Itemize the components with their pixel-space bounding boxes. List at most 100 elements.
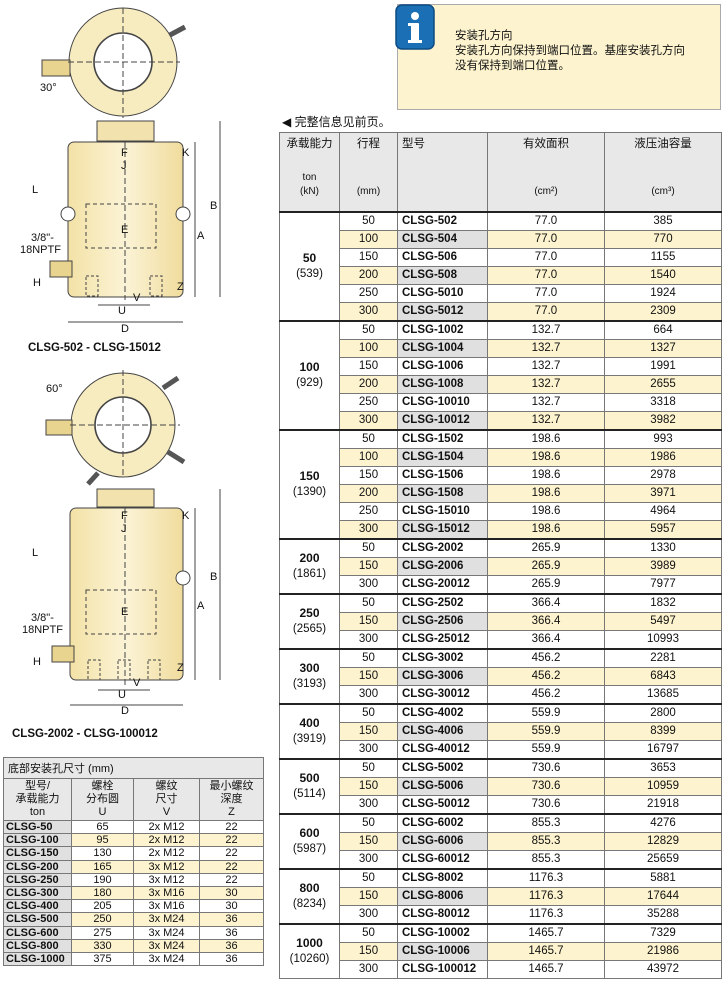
stroke-cell: 50: [339, 537, 398, 558]
capacity-cell: 150(1390): [279, 428, 340, 539]
base-header-line: V: [162, 806, 171, 818]
model-cell: CLSG-20012: [397, 574, 488, 594]
capacity-kn: (5114): [293, 787, 326, 800]
capacity-ton: 200: [299, 550, 320, 565]
capacity-cell: 100(929): [279, 319, 340, 430]
stroke-cell: 50: [339, 647, 398, 668]
area-cell: 77.0: [487, 247, 605, 267]
stroke-cell: 150: [339, 886, 398, 906]
area-cell: 1465.7: [487, 941, 605, 961]
area-cell: 1176.3: [487, 886, 605, 906]
model-cell: CLSG-5002: [397, 757, 488, 778]
oil-cell: 3982: [604, 410, 722, 430]
dim-f-top: F: [121, 147, 128, 159]
oil-cell: 1330: [604, 537, 722, 558]
capacity-cell: 50(539): [279, 210, 340, 321]
model-cell: CLSG-50012: [397, 794, 488, 814]
dim-z-top: Z: [177, 281, 184, 293]
dim-z-bottom: Z: [177, 662, 184, 674]
base-header-line: 深度: [220, 793, 243, 805]
stroke-cell: 150: [339, 465, 398, 485]
base-header-line: 型号/: [24, 780, 51, 792]
capacity-kn: (1861): [292, 567, 327, 580]
oil-cell: 21918: [604, 794, 722, 814]
oil-cell: 5957: [604, 519, 722, 539]
port-label-bottom-2: 18NPTF: [22, 624, 63, 636]
capacity-cell: 250(2565): [279, 592, 340, 649]
base-u-cell: 190: [71, 872, 134, 887]
oil-cell: 4276: [604, 812, 722, 833]
oil-cell: 5881: [604, 867, 722, 888]
stroke-cell: 300: [339, 574, 398, 594]
header-model-label: 型号: [402, 138, 425, 150]
capacity-kn: (929): [296, 376, 323, 389]
stroke-cell: 50: [339, 922, 398, 943]
model-cell: CLSG-508: [397, 265, 488, 285]
dim-j-bottom: J: [121, 523, 127, 535]
oil-cell: 17644: [604, 886, 722, 906]
stroke-cell: 300: [339, 739, 398, 759]
info-line-1: 安装孔方向保持到端口位置。基座安装孔方向: [455, 45, 685, 57]
capacity-cell: 1000(10260): [279, 922, 340, 979]
base-u-cell: 95: [71, 833, 134, 848]
model-cell: CLSG-100012: [397, 959, 488, 979]
oil-cell: 12829: [604, 831, 722, 851]
stroke-cell: 50: [339, 812, 398, 833]
dim-l-top: L: [32, 184, 39, 196]
stroke-cell: 50: [339, 757, 398, 778]
area-cell: 730.6: [487, 757, 605, 778]
dim-f-bottom: F: [121, 510, 128, 522]
stroke-cell: 300: [339, 410, 398, 430]
stroke-cell: 250: [339, 392, 398, 412]
oil-cell: 6843: [604, 666, 722, 686]
capacity-ton: 300: [299, 660, 320, 675]
stroke-cell: 50: [339, 210, 398, 231]
stroke-cell: 150: [339, 556, 398, 576]
base-header-line: Z: [228, 806, 235, 818]
model-cell: CLSG-502: [397, 210, 488, 231]
dim-v-bottom: V: [133, 677, 141, 689]
base-v-cell: 3x M24: [133, 912, 200, 927]
stroke-cell: 300: [339, 904, 398, 924]
base-model-cell: CLSG-300: [3, 885, 72, 901]
oil-cell: 770: [604, 229, 722, 249]
base-v-cell: 3x M16: [133, 885, 200, 901]
model-cell: CLSG-5010: [397, 283, 488, 303]
capacity-kn: (1390): [292, 485, 327, 498]
base-model-cell: CLSG-250: [3, 872, 72, 887]
oil-cell: 2655: [604, 374, 722, 394]
base-z-cell: 36: [199, 951, 264, 967]
stroke-cell: 150: [339, 611, 398, 631]
capacity-cell: 800(8234): [279, 867, 340, 924]
area-cell: 265.9: [487, 537, 605, 558]
oil-cell: 1991: [604, 356, 722, 376]
area-cell: 456.2: [487, 666, 605, 686]
oil-cell: 3971: [604, 483, 722, 503]
stroke-cell: 250: [339, 283, 398, 303]
stroke-cell: 50: [339, 319, 398, 340]
area-cell: 456.2: [487, 647, 605, 668]
see-previous-note: ◀ 完整信息见前页。: [282, 115, 391, 129]
model-cell: CLSG-1502: [397, 428, 488, 449]
area-cell: 198.6: [487, 483, 605, 503]
